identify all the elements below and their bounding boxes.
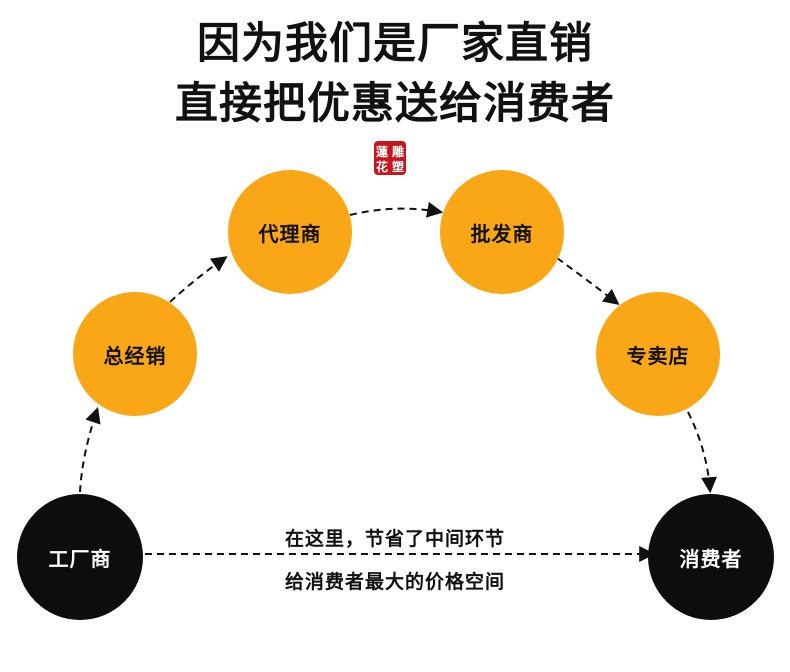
svg-text:蓮: 蓮 (376, 144, 388, 159)
node-factory: 工厂商 (17, 494, 143, 620)
node-factory-label: 工厂商 (48, 546, 112, 571)
savings-note-line-2: 给消费者最大的价格空间 (284, 571, 505, 593)
node-general-distributor: 总经销 (73, 292, 197, 416)
svg-text:塑: 塑 (392, 159, 404, 174)
arrow-wholesaler-to-specialty-store (556, 257, 620, 305)
node-consumer: 消费者 (648, 494, 774, 620)
headline-line-2: 直接把优惠送给消费者 (175, 79, 615, 129)
arrow-factory-to-general-distributor (79, 406, 101, 493)
arrow-specialty-store-to-consumer (687, 411, 718, 494)
brand-seal-stamp: 蓮 雕 花 塑 (374, 141, 406, 175)
svg-text:花: 花 (376, 159, 388, 174)
node-specialty-store: 专卖店 (596, 292, 720, 416)
node-agent-label: 代理商 (258, 221, 322, 246)
arrow-general-distributor-to-agent (169, 256, 228, 303)
node-consumer-label: 消费者 (679, 546, 743, 571)
node-wholesaler: 批发商 (440, 170, 564, 294)
headline-line-1: 因为我们是厂家直销 (197, 19, 593, 69)
node-general-distributor-label: 总经销 (103, 343, 167, 368)
node-specialty-store-label: 专卖店 (626, 343, 690, 368)
node-wholesaler-label: 批发商 (470, 221, 534, 246)
arrow-agent-to-wholesaler (349, 201, 444, 218)
savings-note-line-1: 在这里，节省了中间环节 (284, 528, 505, 550)
svg-text:雕: 雕 (392, 144, 404, 159)
node-agent: 代理商 (228, 170, 352, 294)
